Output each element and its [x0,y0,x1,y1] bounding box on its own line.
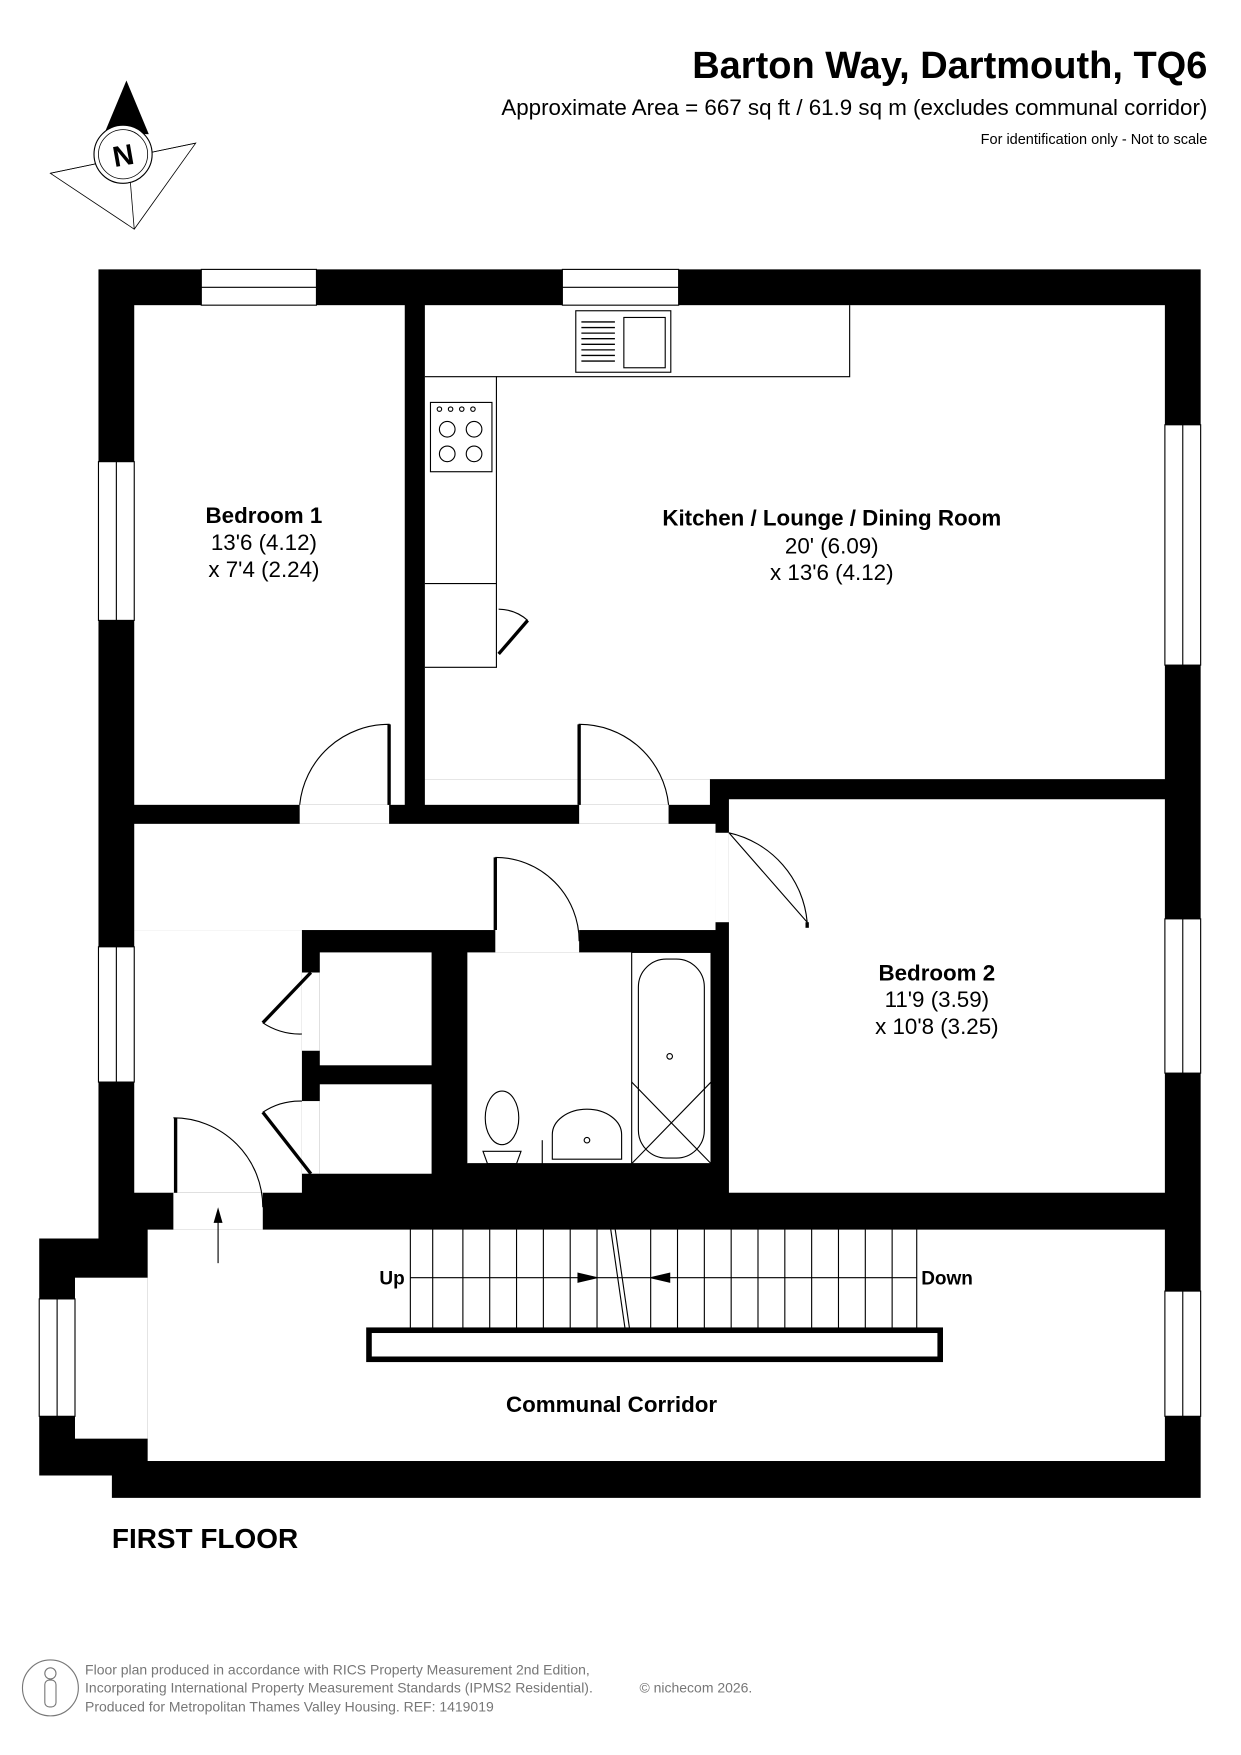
windows [38,268,1202,1417]
footer-line-2: Incorporating International Property Mea… [85,1679,593,1695]
bathroom-fittings [467,951,712,1165]
stair-balustrade [366,1327,943,1363]
room-name: Kitchen / Lounge / Dining Room [662,505,1001,530]
door-swing [173,1117,264,1208]
room-label-bedroom-2: Bedroom 2 11'9 (3.59) x 10'8 (3.25) [875,960,999,1039]
stairs-up-label: Up [379,1268,404,1289]
room-name: Bedroom 1 [206,503,323,528]
footer-line-1: Floor plan produced in accordance with R… [85,1662,590,1678]
disclaimer: For identification only - Not to scale [981,132,1208,148]
kitchen-units [424,305,851,668]
room-dimension: 11'9 (3.59) [885,987,989,1012]
footer-line-3: Produced for Metropolitan Thames Valley … [85,1698,494,1714]
person-scale-icon [21,1659,79,1717]
floor-label: FIRST FLOOR [112,1523,298,1554]
compass-icon: N [49,80,197,230]
room-label-communal-corridor: Communal Corridor [506,1392,717,1417]
room-dimension: x 13'6 (4.12) [770,560,894,585]
door-swing [728,832,808,924]
stairs-down-label: Down [921,1268,973,1289]
sink-icon [575,310,672,373]
footer-copyright: © nichecom 2026. [640,1679,753,1695]
bath-icon [637,958,705,1159]
door-swing [578,723,670,805]
door-swing [299,723,390,805]
room-interiors [74,305,1165,1462]
room-dimension: x 10'8 (3.25) [875,1014,999,1039]
property-title: Barton Way, Dartmouth, TQ6 [692,45,1207,87]
toilet-icon [484,1090,520,1146]
staircase [366,1227,943,1363]
hob-icon [429,401,493,473]
room-label-kitchen: Kitchen / Lounge / Dining Room 20' (6.09… [662,505,1001,585]
basin-icon [551,1108,623,1160]
room-dimension: x 7'4 (2.24) [208,557,319,582]
room-dimension: 13'6 (4.12) [211,530,317,555]
approximate-area: Approximate Area = 667 sq ft / 61.9 sq m… [501,95,1207,120]
room-dimension: 20' (6.09) [785,533,879,558]
room-name: Bedroom 2 [878,960,995,985]
entrance-arrow-icon [213,1207,223,1264]
door-swing [495,856,580,942]
room-label-bedroom-1: Bedroom 1 13'6 (4.12) x 7'4 (2.24) [206,503,323,582]
doors [173,608,809,1208]
